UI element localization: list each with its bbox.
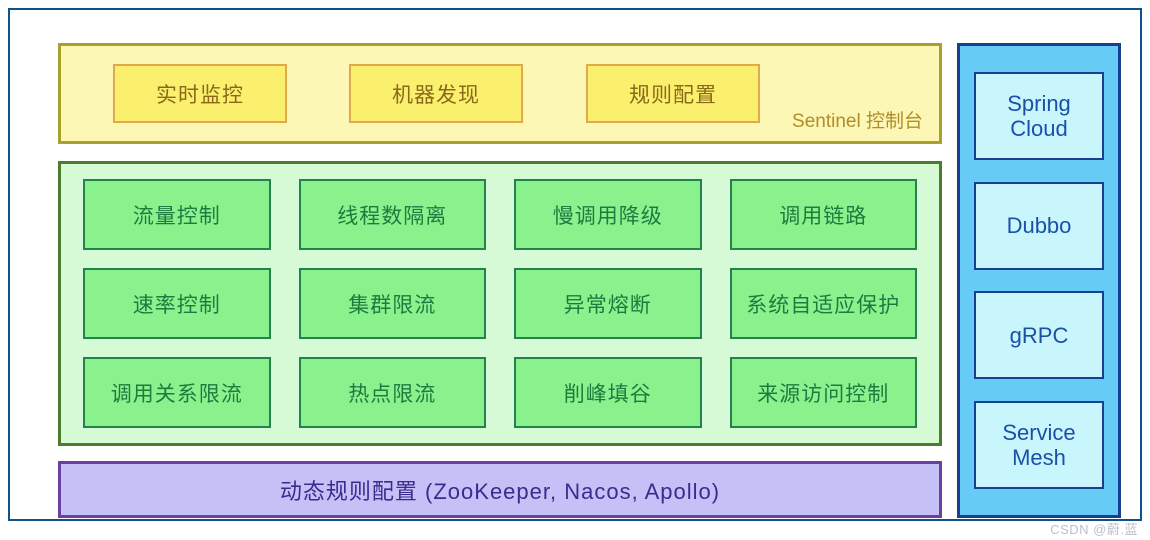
dashboard-box-rule-configuration[interactable]: 规则配置 bbox=[586, 64, 760, 123]
adapter-box-label: gRPC bbox=[1009, 322, 1069, 348]
adapter-box-label: Spring Cloud bbox=[1007, 91, 1071, 142]
csdn-watermark: CSDN @蔚.蓝 bbox=[1050, 522, 1138, 537]
core-box-label: 线程数隔离 bbox=[337, 204, 448, 228]
core-box-label: 削峰填谷 bbox=[563, 382, 652, 406]
core-box-system-adaptive-protection[interactable]: 系统自适应保护 bbox=[729, 268, 917, 339]
adapters-panel: Spring Cloud Dubbo gRPC Service Mesh bbox=[957, 43, 1121, 518]
adapter-label-line2: Mesh bbox=[1012, 444, 1066, 470]
core-box-slow-call-degrade[interactable]: 慢调用降级 bbox=[514, 179, 702, 250]
dashboard-box-realtime-monitoring[interactable]: 实时监控 bbox=[113, 64, 287, 123]
adapter-box-dubbo[interactable]: Dubbo bbox=[974, 181, 1104, 270]
core-box-call-chain[interactable]: 调用链路 bbox=[729, 179, 917, 250]
core-box-flow-control[interactable]: 流量控制 bbox=[83, 179, 271, 250]
core-box-origin-access-control[interactable]: 来源访问控制 bbox=[729, 357, 917, 428]
core-box-exception-circuit-break[interactable]: 异常熔断 bbox=[514, 268, 702, 339]
core-box-label: 系统自适应保护 bbox=[746, 293, 901, 317]
sentinel-dashboard-panel: 实时监控 机器发现 规则配置 Sentinel 控制台 bbox=[58, 43, 942, 144]
adapter-box-label: Service Mesh bbox=[1002, 420, 1075, 471]
core-box-label: 热点限流 bbox=[348, 382, 437, 406]
core-box-cluster-flow-limit[interactable]: 集群限流 bbox=[298, 268, 486, 339]
adapter-box-label: Dubbo bbox=[1006, 213, 1072, 238]
dashboard-box-machine-discovery[interactable]: 机器发现 bbox=[349, 64, 523, 123]
dashboard-box-label: 机器发现 bbox=[392, 83, 480, 107]
core-box-label: 来源访问控制 bbox=[757, 382, 890, 406]
core-box-label: 调用链路 bbox=[779, 204, 868, 228]
core-box-label: 异常熔断 bbox=[563, 293, 652, 317]
core-box-label: 速率控制 bbox=[132, 293, 221, 317]
core-box-relation-flow-limit[interactable]: 调用关系限流 bbox=[83, 357, 271, 428]
adapters-list: Spring Cloud Dubbo gRPC Service Mesh bbox=[974, 72, 1104, 489]
sentinel-core-features-panel: 流量控制 线程数隔离 慢调用降级 调用链路 速率控制 集群限 bbox=[58, 161, 942, 446]
adapter-box-service-mesh[interactable]: Service Mesh bbox=[974, 400, 1104, 489]
core-features-grid: 流量控制 线程数隔离 慢调用降级 调用链路 速率控制 集群限 bbox=[83, 179, 917, 428]
dashboard-panel-caption: Sentinel 控制台 bbox=[792, 111, 923, 132]
core-box-peak-shaving[interactable]: 削峰填谷 bbox=[514, 357, 702, 428]
dynamic-rules-label: 动态规则配置 (ZooKeeper, Nacos, Apollo) bbox=[279, 478, 721, 504]
core-box-thread-isolation[interactable]: 线程数隔离 bbox=[298, 179, 486, 250]
dashboard-box-label: 实时监控 bbox=[156, 83, 244, 107]
core-box-label: 集群限流 bbox=[348, 293, 437, 317]
core-box-hotspot-flow-limit[interactable]: 热点限流 bbox=[298, 357, 486, 428]
core-box-label: 慢调用降级 bbox=[552, 204, 663, 228]
dynamic-rules-panel[interactable]: 动态规则配置 (ZooKeeper, Nacos, Apollo) bbox=[58, 461, 942, 518]
adapter-label-line2: Cloud bbox=[1010, 116, 1068, 141]
core-box-label: 流量控制 bbox=[132, 204, 221, 228]
core-box-label: 调用关系限流 bbox=[110, 382, 243, 406]
adapter-label-line1: Service bbox=[1002, 419, 1076, 445]
diagram-frame: 实时监控 机器发现 规则配置 Sentinel 控制台 流量控制 线程数隔离 bbox=[8, 8, 1142, 521]
adapter-box-grpc[interactable]: gRPC bbox=[974, 291, 1104, 380]
adapter-label-line1: Spring bbox=[1007, 90, 1071, 116]
core-box-rate-control[interactable]: 速率控制 bbox=[83, 268, 271, 339]
dashboard-box-label: 规则配置 bbox=[629, 83, 717, 107]
sentinel-core-column: 实时监控 机器发现 规则配置 Sentinel 控制台 流量控制 线程数隔离 bbox=[58, 43, 942, 518]
adapter-box-spring-cloud[interactable]: Spring Cloud bbox=[974, 72, 1104, 160]
